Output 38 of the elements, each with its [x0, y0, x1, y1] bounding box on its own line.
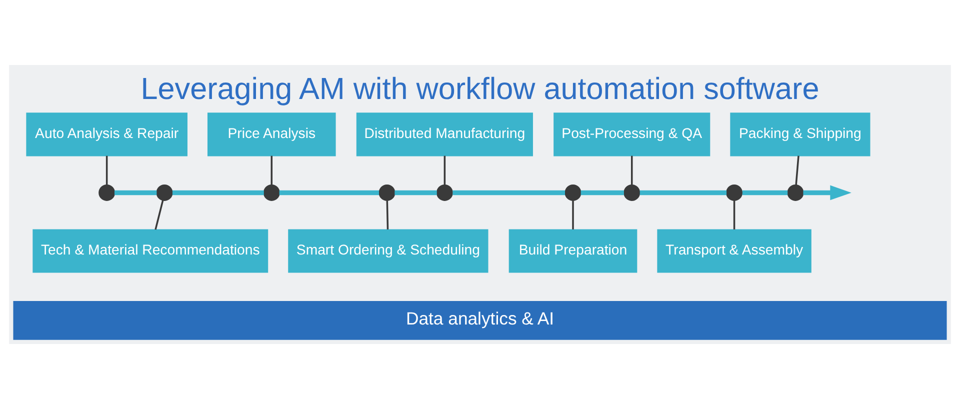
- node-circle: [436, 184, 453, 200]
- connector: [106, 155, 108, 184]
- connector: [172, 190, 264, 195]
- connector: [444, 155, 446, 184]
- connector: [114, 190, 157, 195]
- diagram-title: Leveraging AM with workflow automation software: [140, 71, 820, 106]
- connector: [270, 155, 273, 184]
- node-box: Smart Ordering & Scheduling: [288, 228, 488, 272]
- arrow: [803, 184, 852, 200]
- connector: [572, 200, 574, 229]
- node-box: Data analytics & AI: [13, 300, 947, 340]
- node-circle: [378, 184, 396, 200]
- node-box: Distributed Manufacturing: [356, 112, 533, 156]
- connector: [394, 190, 437, 195]
- node-box: Packing & Shipping: [730, 112, 870, 156]
- connector: [630, 155, 633, 184]
- connector: [580, 190, 624, 195]
- connector: [742, 190, 788, 195]
- node-circle: [263, 184, 280, 200]
- node-box: Price Analysis: [207, 112, 336, 156]
- connector: [279, 190, 379, 195]
- node-circle: [156, 184, 173, 200]
- connector: [154, 200, 164, 230]
- connector: [640, 190, 727, 195]
- node-box: Build Preparation: [508, 228, 638, 272]
- node-circle: [787, 184, 804, 200]
- node-box: Auto Analysis & Repair: [26, 112, 188, 156]
- connector: [452, 190, 565, 195]
- connector: [795, 155, 800, 185]
- node-box: Transport & Assembly: [657, 228, 812, 272]
- node-circle: [624, 184, 640, 200]
- node-circle: [726, 184, 743, 200]
- node-circle: [98, 184, 116, 200]
- connector: [386, 200, 389, 229]
- node-box: Post-Processing & QA: [554, 112, 710, 156]
- node-circle: [564, 184, 582, 200]
- connector: [733, 200, 736, 229]
- node-box: Tech & Material Recommendations: [32, 228, 268, 272]
